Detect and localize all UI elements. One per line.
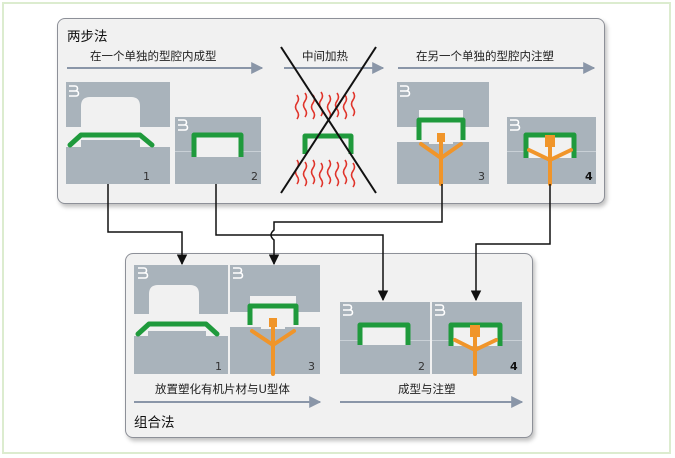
label-intermediate-heating: 中间加热	[302, 49, 348, 63]
step-number-2: 2	[418, 360, 425, 373]
connector-2	[215, 184, 389, 302]
combined-mold-3: 3	[230, 265, 320, 376]
connector-4	[470, 184, 551, 302]
runner-system	[453, 328, 498, 376]
mold-step-1-top: 1	[66, 82, 170, 184]
connector-3	[268, 184, 443, 266]
step-number-3: 3	[308, 360, 315, 373]
runner-system	[419, 136, 463, 186]
heat-waves-bottom	[294, 159, 356, 188]
mold-step-4-top: 4	[507, 117, 596, 186]
mold-step-3-top: 3	[397, 82, 489, 186]
step-number-3: 3	[478, 170, 485, 183]
cross-line-b	[280, 46, 377, 194]
combined-mold-4: 4	[432, 302, 522, 376]
runner-system	[527, 138, 573, 186]
step-number-1: 1	[215, 360, 222, 373]
label-inject-separate: 在另一个单独的型腔内注塑	[416, 49, 554, 63]
step-number-4: 4	[585, 170, 593, 183]
label-mold-separate: 在一个单独的型腔内成型	[90, 49, 217, 63]
two-step-title: 两步法	[67, 29, 108, 45]
connector-1	[107, 184, 188, 266]
step-number-1: 1	[143, 170, 150, 183]
mold-step-2-top: 2	[175, 117, 261, 184]
heating-section	[280, 46, 377, 194]
step-number-2: 2	[251, 170, 258, 183]
combined-mold-1: 1	[134, 265, 228, 374]
label-form-inject: 成型与注塑	[398, 382, 456, 396]
combined-title: 组合法	[134, 415, 175, 431]
combined-mold-2: 2	[340, 302, 430, 374]
label-place-sheet: 放置塑化有机片材与U型体	[155, 382, 290, 396]
runner-system	[250, 321, 296, 376]
outer-frame	[2, 2, 671, 454]
step-number-4: 4	[510, 360, 518, 373]
